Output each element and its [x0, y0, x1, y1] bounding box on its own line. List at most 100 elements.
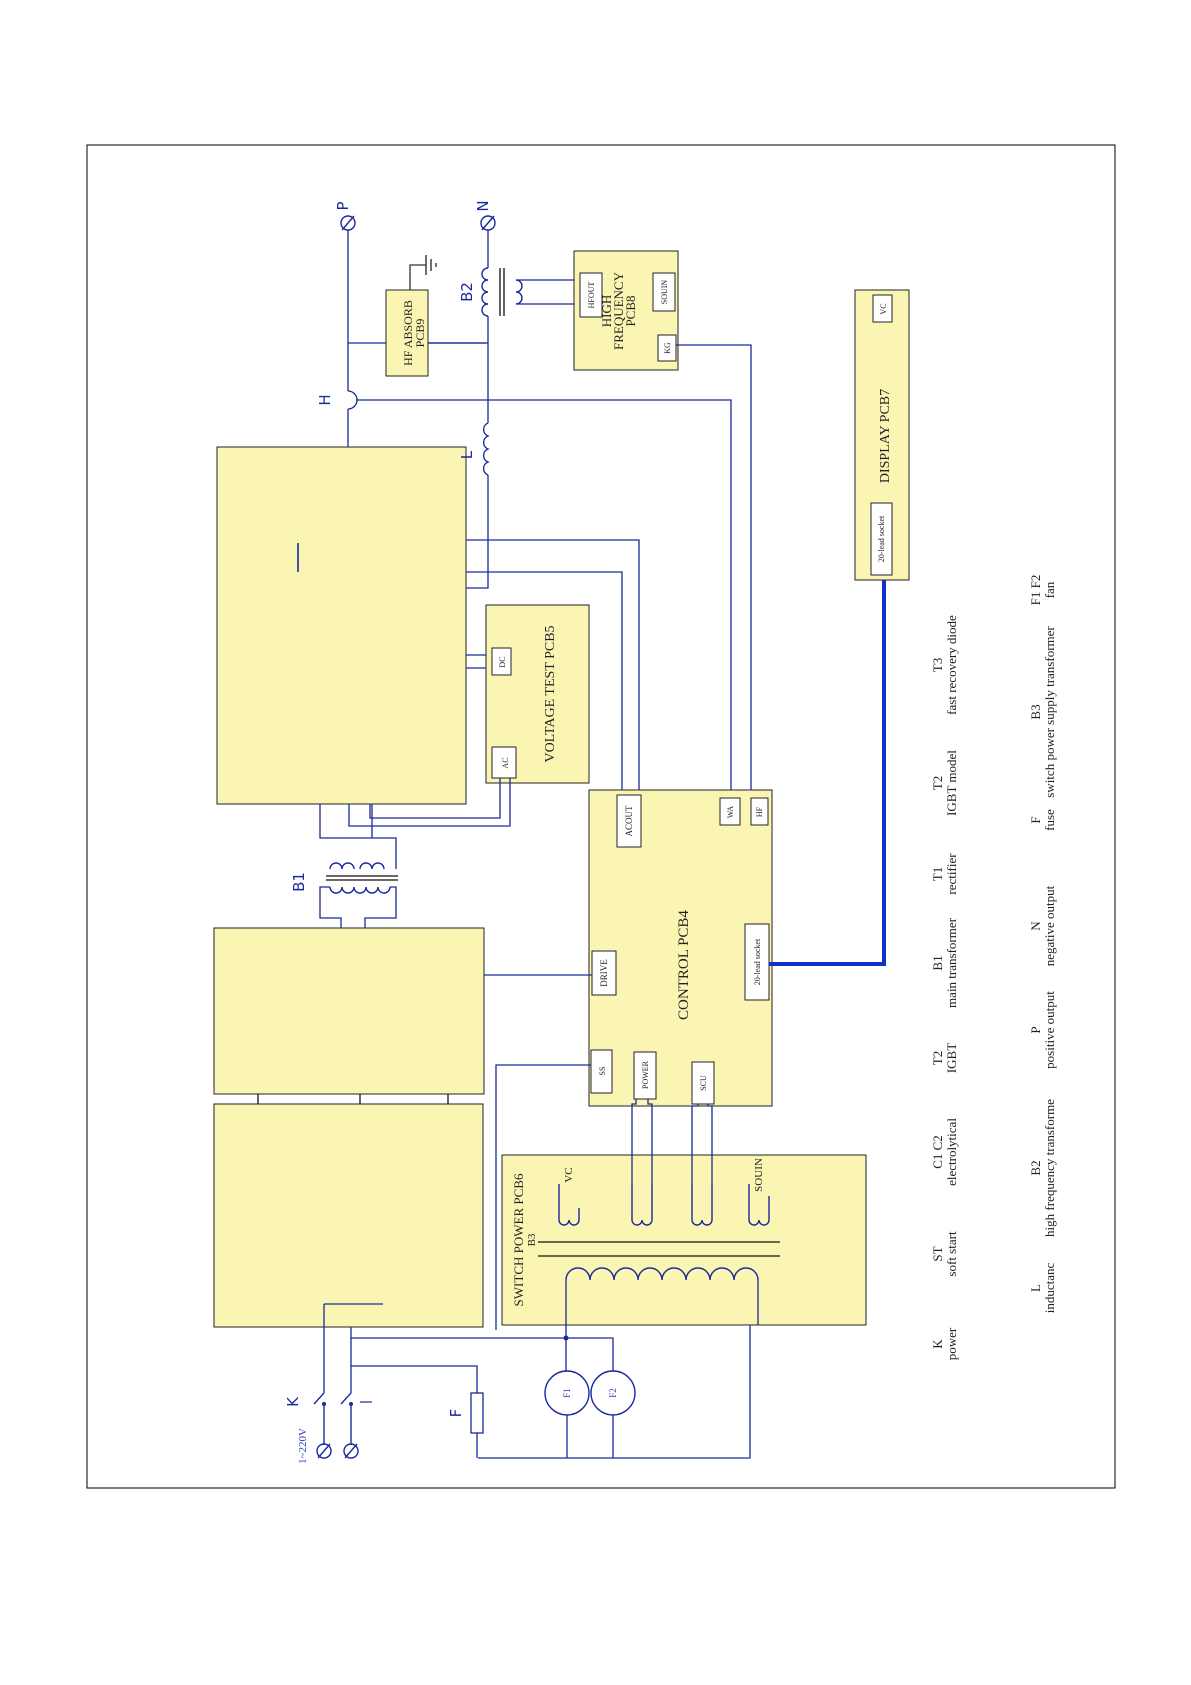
port-scu	[691, 1061, 715, 1105]
switch-power-name: SWITCH POWER PCB6	[511, 1173, 526, 1306]
legend-desc: power	[944, 1327, 959, 1360]
port-hf-label: HF	[755, 806, 764, 817]
legend-desc: inductanc	[1042, 1263, 1057, 1314]
wire-h-to-wa	[356, 399, 732, 790]
legend-row-1: K power ST soft start C1 C2 electrolytic…	[930, 615, 959, 1360]
wire-scu-2	[707, 1104, 713, 1184]
legend-item-t3: T3 fast recovery diode	[930, 615, 959, 715]
b1-top-coil-b	[359, 862, 385, 870]
b2-label: B2	[458, 282, 476, 302]
port-socket-display-label: 20-lead socket	[877, 515, 886, 562]
l-label: L	[458, 450, 476, 459]
port-power-label: POWER	[641, 1060, 650, 1089]
wire-igbt-to-acout-2	[466, 571, 623, 790]
legend-desc: fan	[1042, 581, 1057, 598]
legend-symbol: ST	[930, 1246, 945, 1261]
switch-power-board	[501, 1154, 867, 1326]
port-hfout	[579, 272, 603, 318]
port-dc	[491, 647, 512, 676]
legend-desc: rectifier	[944, 853, 959, 895]
control-name: CONTROL PCB4	[676, 910, 692, 1020]
legend-desc: electrolytical	[944, 1118, 959, 1186]
legend-desc: high frequency transforme	[1042, 1099, 1057, 1237]
k-label: K	[284, 1396, 302, 1407]
legend-item-f: F fuse	[1028, 809, 1057, 831]
legend-item-t2-model: T2 IGBT model	[930, 750, 959, 816]
wire-b1-bottom-2	[364, 886, 397, 928]
port-vc-display-label: VC	[879, 303, 888, 314]
wire-l-to-igbt	[466, 475, 489, 589]
port-wa-label: WA	[726, 806, 735, 819]
positive-terminal-label: P	[334, 201, 352, 210]
mains-terminal-2	[343, 1443, 359, 1459]
positive-terminal: P	[334, 201, 356, 231]
wire-ac-to-igbt-2	[369, 778, 501, 819]
port-20-lead-socket-display	[870, 502, 893, 576]
b1-top-coil-a	[329, 862, 355, 870]
hf-absorb-name: HF ABSORB	[401, 300, 415, 366]
b2-primary-coil	[481, 267, 489, 317]
hf-absorb-code: PCB9	[413, 319, 427, 348]
f-label: F	[447, 1409, 465, 1418]
wire-mains-to-fan2	[566, 1337, 614, 1371]
legend-symbol: P	[1028, 1026, 1043, 1033]
hf-absorb-board	[385, 289, 429, 377]
legend-symbol: B1	[930, 955, 945, 970]
port-ac-label: AC	[501, 757, 510, 768]
power-switch-k	[313, 1392, 372, 1445]
fan1-label: F1	[562, 1388, 572, 1398]
legend-symbol: C1 C2	[930, 1135, 945, 1169]
switch-power-souin-label: SOUIN	[753, 1158, 765, 1192]
legend-item-t2: T2 IGBT	[930, 1043, 959, 1073]
wire-kg-to-hf	[676, 344, 752, 790]
port-drive-label: DRIVE	[599, 959, 609, 987]
port-socket-control-label: 20-lead socket	[753, 938, 762, 985]
legend-symbol: T2	[930, 776, 945, 790]
wire-mains-to-fuse	[351, 1365, 478, 1393]
rectifier-block	[213, 927, 485, 1095]
b3-secondary-vc	[558, 1184, 580, 1226]
legend-symbol: F	[1028, 816, 1043, 823]
port-kg	[657, 334, 677, 362]
current-sensor-h	[347, 390, 358, 410]
display-name: DISPLAY PCB7	[878, 389, 893, 483]
legend-item-c1c2: C1 C2 electrolytical	[930, 1118, 959, 1186]
input-voltage-label: 1~220V	[297, 1428, 309, 1464]
legend-symbol: B3	[1028, 704, 1043, 719]
legend-desc: positive output	[1042, 991, 1057, 1069]
legend-item-k: K power	[930, 1327, 959, 1360]
legend-symbol: F1 F2	[1028, 575, 1043, 606]
port-souin-hf-label: SOUIN	[660, 280, 669, 305]
legend-symbol: T3	[930, 658, 945, 672]
legend-item-n: N negative output	[1028, 885, 1057, 966]
b1-bottom-coil	[329, 886, 391, 894]
b3-secondary-power	[631, 1184, 653, 1226]
wire-ss-to-switch-power	[495, 1064, 591, 1330]
wire-b1-top-1	[319, 804, 397, 869]
b3-secondary-souin	[748, 1184, 770, 1226]
port-acout	[616, 794, 642, 848]
port-hf	[750, 797, 769, 826]
legend-desc: soft start	[944, 1231, 959, 1277]
legend-desc: negative output	[1042, 885, 1057, 966]
ground-icon	[409, 255, 437, 290]
b3-secondary-scu	[691, 1184, 713, 1226]
high-frequency-name-2: FREQUENCY	[611, 271, 626, 350]
fan2-label: F2	[608, 1388, 618, 1398]
port-hfout-label: HFOUT	[587, 282, 596, 309]
high-frequency-code: PCB8	[623, 295, 638, 326]
legend-item-fans: F1 F2 fan	[1028, 575, 1057, 606]
legend-symbol: N	[1028, 921, 1043, 931]
mains-terminal-1	[316, 1443, 332, 1459]
legend-item-l: L inductanc	[1028, 1263, 1057, 1314]
port-souin-hf	[652, 272, 676, 312]
port-ac	[491, 746, 517, 779]
legend-symbol: L	[1028, 1284, 1043, 1292]
wire-scu-1	[691, 1104, 699, 1184]
b2-secondary-coil	[515, 279, 523, 305]
legend-item-p: P positive output	[1028, 991, 1057, 1069]
legend-symbol: T2	[930, 1051, 945, 1065]
legend-symbol: T1	[930, 867, 945, 881]
igbt-block	[216, 446, 467, 805]
